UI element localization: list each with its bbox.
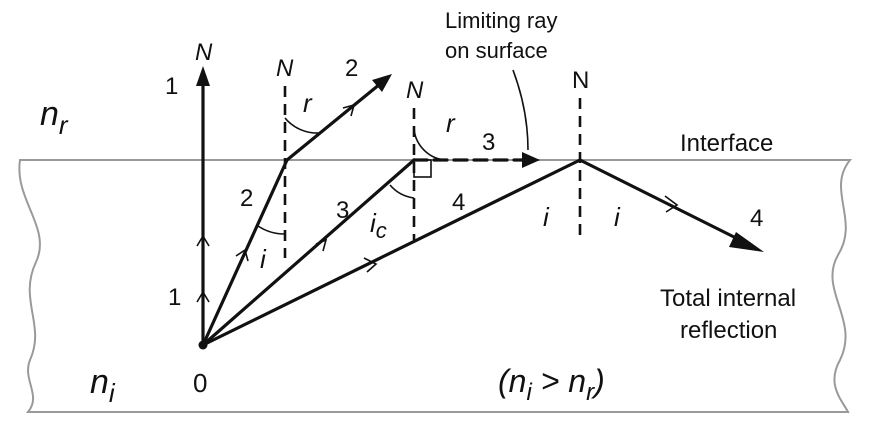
origin-label: 0 [193,368,207,398]
normal-label-ray1: N [195,39,213,66]
ray-4-direction-mark [363,257,378,273]
ray-2-label-top: 2 [345,55,358,82]
tir-caption-line1: Total internal [660,285,796,312]
ray-1-direction-mark [196,290,210,303]
angle-arc-ic-ray3 [389,184,415,199]
ray-3-label-top: 3 [482,129,495,156]
interface-label: Interface [680,130,773,157]
ray-3-label-bottom: 3 [336,197,349,224]
origin-point [198,340,208,350]
ray-2-refracted [285,82,382,162]
ray-2-label-bottom: 2 [240,185,253,212]
limiting-ray-caption-line1: Limiting ray [445,8,557,33]
angle-arc-r-ray3 [413,125,449,161]
ray-1-label-top: 1 [165,73,178,100]
ray-2-direction-mark-2 [342,103,356,117]
ray-1-label-bottom: 1 [168,284,181,311]
normal-label-2: N [406,77,424,104]
angle-ic-label: ic [370,208,387,243]
ray-4-arrowhead [729,232,764,252]
angle-i-label-right: i [614,202,621,232]
tir-caption-line2: reflection [680,317,777,344]
angle-arc-i-ray2 [257,225,286,235]
condition-label: (ni > nr) [498,363,605,406]
normal-label-1: N [276,55,294,82]
angle-arc-r-ray2 [284,117,321,134]
ray-4-label-end: 4 [750,205,763,232]
limiting-ray-caption-line2: on surface [445,38,548,63]
angle-i-label-left: i [543,202,550,232]
angle-r-label-ray2: r [303,88,313,118]
ray-3-direction-mark [315,238,328,252]
n-r-label: nr [40,95,69,140]
limiting-leader-line [512,69,529,151]
normal-label-3: N [572,67,589,94]
ray-4-direction-mark-2 [664,195,679,213]
angle-r-label-ray3: r [446,108,456,138]
ray-3-arrowhead [522,152,540,168]
ray-1-arrowhead [196,66,210,86]
ray-4-reflected [578,158,742,242]
right-angle-marker [413,159,432,178]
n-i-label: ni [90,363,116,408]
glass-block [18,159,853,413]
ray-3-incident [201,158,416,347]
ray-2-direction-mark [235,248,249,262]
angle-i-label-ray2: i [260,244,267,274]
ray-1-direction-mark-2 [196,234,210,247]
ray-4-label-inside: 4 [452,189,465,216]
ray-4-incident [201,158,582,347]
ray-2-arrowhead [372,74,392,92]
